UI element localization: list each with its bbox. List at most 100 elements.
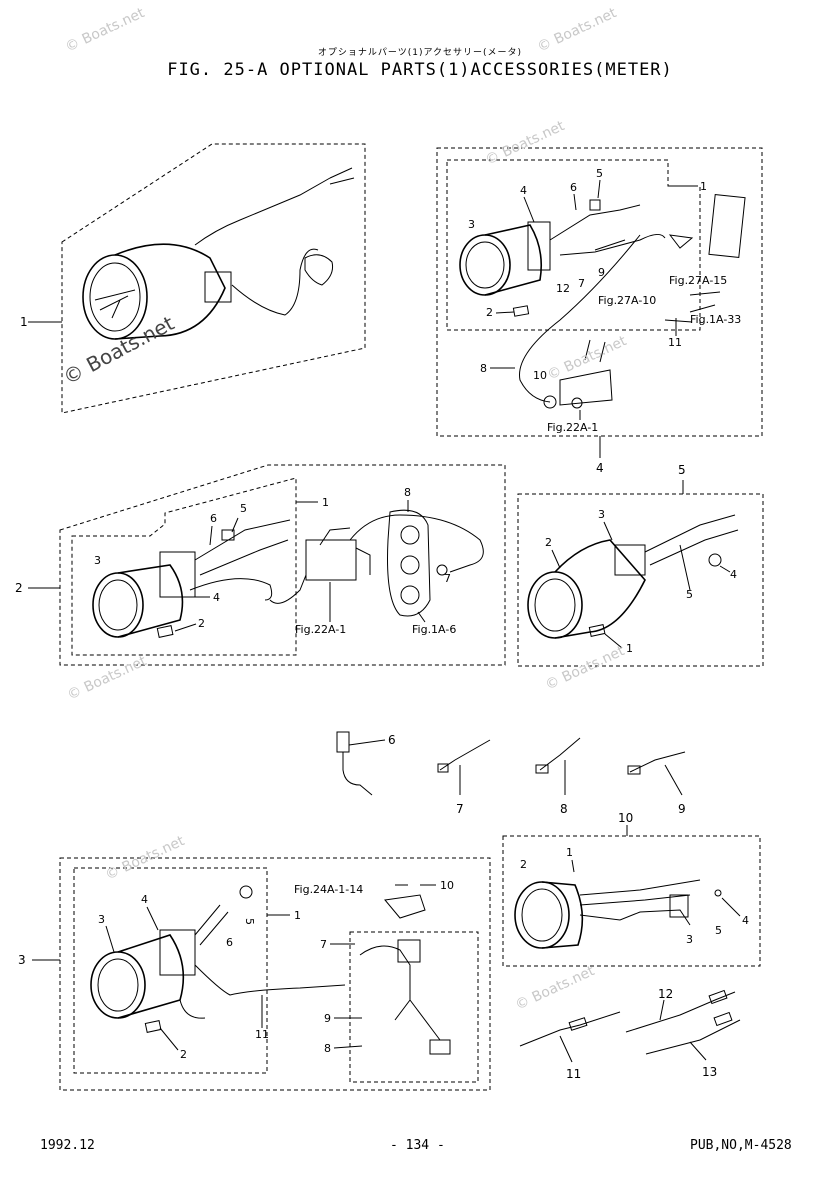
part-7-lead — [439, 739, 491, 771]
callout-d-6: 6 — [388, 733, 396, 747]
callout-c-4: 4 — [730, 568, 737, 581]
part-9-lead — [629, 751, 686, 773]
callout-e-2: 2 — [180, 1048, 187, 1061]
callout-e-11: 11 — [255, 1028, 269, 1041]
watermark-g: © Boats.net — [535, 5, 620, 56]
callout-b-3: 3 — [94, 554, 101, 567]
japanese-title: オプショナルパーツ(1)アクセサリー(メータ) — [317, 48, 523, 58]
callout-c-1: 1 — [626, 642, 633, 655]
footer-date: 1992.12 — [40, 1138, 95, 1153]
section-2-inner-boundary — [71, 477, 297, 656]
wire-clamp — [304, 254, 333, 286]
panel-plate — [387, 509, 431, 617]
callout-f-5: 5 — [715, 924, 722, 937]
callout-e-10: 10 — [440, 879, 454, 892]
callout-e-3: 3 — [98, 913, 105, 926]
callout-a-2: 2 — [486, 306, 493, 319]
callout-f-3: 3 — [686, 933, 693, 946]
callout-a-4: 4 — [520, 184, 527, 197]
section-4-outer-boundary — [436, 147, 763, 437]
section-1-tachometer: 1 © Boats.net — [20, 143, 366, 414]
callout-d-9: 9 — [678, 802, 686, 816]
callout-g-13: 13 — [702, 1065, 717, 1079]
callout-e-4: 4 — [141, 893, 148, 906]
callout-e-8: 8 — [324, 1042, 331, 1055]
part-13-lead — [645, 1019, 741, 1055]
callout-c-3: 3 — [598, 508, 605, 521]
callout-c-5: 5 — [686, 588, 693, 601]
terminal-block — [305, 539, 357, 581]
connector-block — [429, 1039, 451, 1055]
fig-ref-22a-1-top: Fig.22A-1 — [547, 421, 598, 434]
callout-d-8: 8 — [560, 802, 568, 816]
fig-ref-24a-1-14: Fig.24A-1-14 — [294, 883, 363, 896]
fig-ref-1a-33: Fig.1A-33 — [690, 313, 741, 326]
callout-f-1: 1 — [566, 846, 573, 859]
section-2-assembly: 2 1 3 6 5 4 2 8 7 Fig.22A-1 Fi — [15, 464, 506, 666]
callout-a-10: 10 — [533, 369, 547, 382]
callout-b-1: 1 — [322, 496, 329, 509]
callout-b-6: 6 — [210, 512, 217, 525]
section-10-assembly: 10 1 2 3 5 4 — [502, 811, 761, 967]
callout-b-4: 4 — [213, 591, 220, 604]
part-10-clip — [384, 894, 426, 919]
footer-pub-number: PUB,NO,M-4528 — [690, 1138, 792, 1153]
group-label-10: 10 — [618, 811, 633, 825]
callout-e-9: 9 — [324, 1012, 331, 1025]
callout-a-7: 7 — [578, 277, 585, 290]
section-4-assembly: 1 4 6 5 3 7 9 12 2 Fig.27A-15 Fig.27A-10… — [436, 118, 763, 475]
gauge-3 — [90, 951, 146, 1019]
figure-title: FIG. 25-A OPTIONAL PARTS(1)ACCESSORIES(M… — [167, 60, 673, 80]
callout-f-2: 2 — [520, 858, 527, 871]
loose-parts-6-9: 6 7 8 9 — [336, 731, 686, 816]
callout-b-5: 5 — [240, 502, 247, 515]
watermark-e: © Boats.net — [513, 963, 598, 1014]
callout-e-5: 5 — [243, 918, 256, 925]
callout-g-12: 12 — [658, 987, 673, 1001]
callout-e-6: 6 — [226, 936, 233, 949]
gauge-5 — [527, 571, 583, 639]
watermark-large: © Boats.net — [59, 311, 178, 390]
group-label-4: 4 — [596, 461, 604, 475]
gauge-2 — [92, 572, 144, 638]
callout-c-2: 2 — [545, 536, 552, 549]
callout-e-7: 7 — [320, 938, 327, 951]
watermark-a: © Boats.net — [483, 118, 568, 169]
callout-a-3: 3 — [468, 218, 475, 231]
section-5-assembly: 5 3 2 4 5 1 © Boats.net — [517, 463, 764, 694]
watermark-h: © Boats.net — [65, 653, 150, 704]
gauge-10 — [514, 881, 570, 949]
section-2-outer-boundary — [59, 464, 506, 666]
section-3-assembly: 3 1 4 3 6 5 2 11 7 9 8 Fig.24A- — [18, 833, 491, 1091]
fig-ref-22a-1-mid: Fig.22A-1 — [295, 623, 346, 636]
callout-a-1: 1 — [700, 180, 707, 193]
fig-ref-27a-10: Fig.27A-10 — [598, 294, 656, 307]
part-6-fuse — [336, 731, 350, 753]
callout-a-12: 12 — [556, 282, 570, 295]
group-label-5: 5 — [678, 463, 686, 477]
section-1-boundary — [61, 143, 366, 414]
footer-page-number: - 134 - — [390, 1138, 445, 1153]
callout-g-11: 11 — [566, 1067, 581, 1081]
callout-b-8: 8 — [404, 486, 411, 499]
watermark-c: © Boats.net — [543, 643, 628, 694]
watermark-f: © Boats.net — [63, 5, 148, 56]
part-11-lead — [519, 1011, 621, 1047]
fig-ref-27a-15: Fig.27A-15 — [669, 274, 727, 287]
section-4-inner-boundary — [446, 159, 701, 331]
callout-b-2: 2 — [198, 617, 205, 630]
callout-a-11: 11 — [668, 336, 682, 349]
section-5-boundary — [517, 493, 764, 667]
section-3-outer-boundary — [59, 857, 491, 1091]
fig-ref-1a-6: Fig.1A-6 — [412, 623, 456, 636]
callout-a-5: 5 — [596, 167, 603, 180]
callout-e-1: 1 — [294, 909, 301, 922]
callout-a-8: 8 — [480, 362, 487, 375]
loose-parts-11-13: 11 12 13 © Boats.net — [513, 963, 741, 1081]
section-3-sub-boundary — [349, 931, 479, 1083]
section-10-boundary — [502, 835, 761, 967]
callout-b-7: 7 — [444, 572, 451, 585]
group-label-3: 3 — [18, 953, 26, 967]
group-label-2: 2 — [15, 581, 23, 595]
callout-d-7: 7 — [456, 802, 464, 816]
